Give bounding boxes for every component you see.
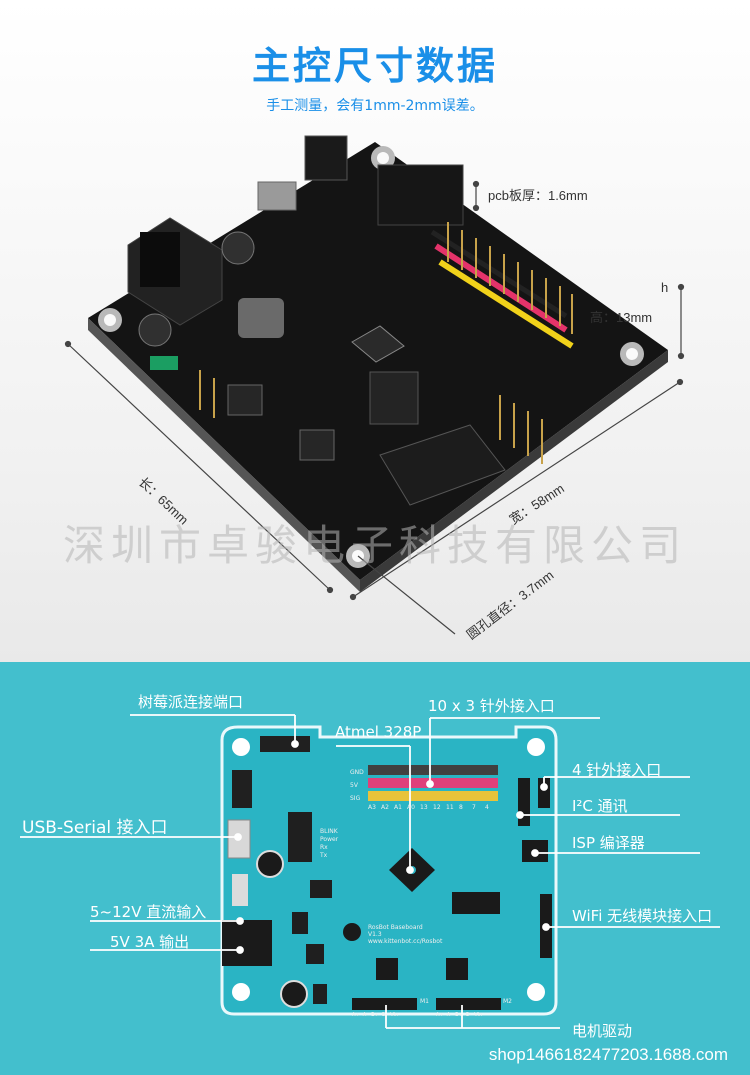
callout-output: 5V 3A 输出	[110, 933, 190, 951]
pin-label: 7	[472, 804, 476, 811]
row-label-sig: SIG	[350, 795, 361, 802]
silk-url: www.kittenbot.cc/Rosbot	[368, 938, 443, 945]
pin-label: 12	[433, 804, 441, 811]
row-label-gnd: GND	[350, 769, 364, 776]
height-letter: h	[661, 280, 669, 295]
pin-label: A3	[368, 804, 376, 811]
pin-label: A2	[381, 804, 389, 811]
led-label: Tx	[320, 852, 328, 859]
callout-atmel: Atmel 328P	[335, 723, 422, 741]
pin-label: 13	[420, 804, 428, 811]
pcb-thickness-label: pcb板厚：1.6mm	[488, 188, 588, 203]
page-subtitle: 手工测量，会有1mm-2mm误差。	[266, 98, 484, 114]
callout-wifi: WiFi 无线模块接入口	[572, 907, 713, 925]
callout-usb-serial: USB-Serial 接入口	[22, 818, 168, 838]
callout-headers-4pin: 4 针外接入口	[572, 761, 662, 779]
callout-raspberry-pi: 树莓派连接端口	[138, 693, 244, 711]
height-label: 高：13mm	[590, 310, 653, 325]
callout-motor-driver: 电机驱动	[572, 1022, 633, 1040]
callout-isp: ISP 编译器	[572, 834, 645, 852]
pin-label: A1	[394, 804, 402, 811]
pin-label: 11	[446, 804, 454, 811]
row-label-5v: 5V	[350, 782, 358, 789]
led-label: Power	[320, 836, 339, 843]
dimension-panel: 主控尺寸数据 手工测量，会有1mm-2mm误差。	[0, 0, 750, 662]
motor1-pins: A+ A- B+ B- Vin	[352, 1012, 399, 1018]
silk-model: RosBot Baseboard	[368, 924, 423, 931]
pin-label: A0	[407, 804, 415, 811]
callout-headers-10x3: 10 x 3 针外接入口	[428, 697, 555, 715]
board-photo	[64, 135, 685, 635]
pin-label: 4	[485, 804, 489, 811]
callout-dc-input: 5~12V 直流输入	[90, 903, 207, 921]
led-label: Rx	[320, 844, 328, 851]
callout-i2c: I²C 通讯	[572, 797, 628, 815]
shop-url: shop1466182477203.1688.com	[488, 1045, 728, 1064]
led-label: BLINK	[320, 828, 338, 835]
motor2-pins: A+ A- B+ B- Vin	[436, 1012, 483, 1018]
pcb-diagram	[20, 714, 720, 1029]
silk-version: V1.3	[368, 931, 382, 938]
page-title: 主控尺寸数据	[251, 44, 498, 88]
pin-label: 8	[459, 804, 463, 811]
pin-label-row: A3 A2 A1 A0 13 12 11 8 7 4	[368, 804, 498, 811]
motor1-label: M1	[420, 998, 429, 1005]
motor2-label: M2	[503, 998, 512, 1005]
watermark: 深圳市卓骏电子科技有限公司	[62, 521, 687, 570]
pinout-panel: GND 5V SIG A3 A2 A1 A0 13 12 11 8 7 4 BL…	[0, 662, 750, 1075]
